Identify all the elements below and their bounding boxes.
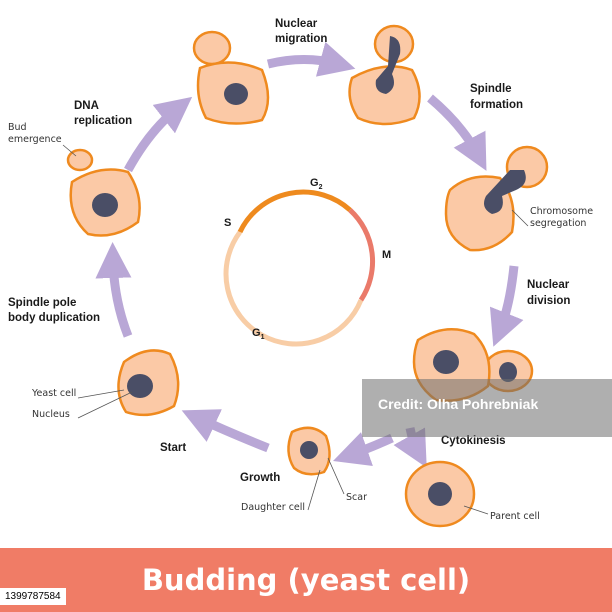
annot-parent-cell: Parent cell <box>490 511 540 522</box>
label-nuclear-division-2: division <box>527 295 570 307</box>
label-nuclear-division-1: Nuclear <box>527 279 570 291</box>
arrow-to-nuclear-migration <box>266 41 356 77</box>
nucleus-mother <box>433 350 459 374</box>
arrow-to-spindle-pole-stage <box>95 242 133 338</box>
label-nuclear-migration-2: migration <box>275 33 327 45</box>
stock-id-label: 1399787584 <box>0 588 66 605</box>
cell-daughter <box>287 426 331 476</box>
annot-bud-emergence-1: Bud <box>8 122 27 133</box>
phase-g2-letter: G <box>310 177 319 189</box>
nucleus <box>484 170 526 214</box>
leader-daughter <box>307 469 321 511</box>
cycle-arrows <box>95 41 524 468</box>
ring-segment-m <box>348 208 376 302</box>
leader-scar <box>327 457 345 495</box>
label-spindle-pole-2: body duplication <box>8 312 100 324</box>
stage-labels: Nuclear migration Spindle formation Nucl… <box>8 18 570 484</box>
ring-segment-g1 <box>223 230 364 347</box>
annot-scar: Scar <box>346 492 367 503</box>
leader-nucleus <box>77 391 133 419</box>
arrow-to-dna-replication-stage <box>124 96 193 173</box>
cell-start <box>117 349 180 417</box>
label-spindle-formation-1: Spindle <box>470 83 512 95</box>
annot-bud-emergence-2: emergence <box>8 134 62 145</box>
bud <box>66 148 94 172</box>
bud <box>192 30 232 66</box>
cell-cycle-ring <box>223 189 376 347</box>
watermark-band <box>362 379 612 437</box>
nucleus <box>92 193 118 217</box>
leader-yeast-cell <box>77 389 125 399</box>
label-nuclear-migration-1: Nuclear <box>275 18 318 30</box>
cells <box>66 24 549 528</box>
leader-lines <box>62 144 529 515</box>
nucleus <box>300 441 318 459</box>
annot-yeast-cell: Yeast cell <box>31 388 76 399</box>
watermark-credit: Credit: Olha Pohrebniak <box>378 396 539 412</box>
cell-nuclear-migration <box>348 24 421 126</box>
annotations: Bud emergence Chromosome segregation Yea… <box>8 122 593 522</box>
label-start: Start <box>160 442 186 454</box>
page-title: Budding (yeast cell) <box>141 563 471 597</box>
arrow-to-start-cell <box>181 409 270 453</box>
phase-g1-sub: 1 <box>261 334 265 341</box>
nucleus <box>428 482 452 506</box>
label-spindle-pole-1: Spindle pole <box>8 297 76 309</box>
phase-g1-letter: G <box>252 327 261 339</box>
phase-label-m: M <box>382 249 391 261</box>
annot-nucleus: Nucleus <box>32 409 70 420</box>
leader-chromosome <box>511 209 529 227</box>
leader-parent <box>463 505 489 515</box>
title-banner: Budding (yeast cell) <box>0 548 612 612</box>
leader-bud-emergence <box>62 144 77 157</box>
cell-spindle-formation <box>444 145 549 252</box>
phase-label-g2: G2 <box>310 177 323 191</box>
cell-dna-replication <box>192 30 270 125</box>
nucleus <box>127 374 153 398</box>
annot-daughter-cell: Daughter cell <box>241 502 305 513</box>
label-dna-replication-1: DNA <box>74 100 99 112</box>
annot-chromosome-2: segregation <box>530 218 586 229</box>
cell-parent <box>404 460 476 528</box>
annot-chromosome-1: Chromosome <box>530 206 593 217</box>
nucleus <box>375 36 401 94</box>
nucleus <box>224 83 248 105</box>
arrow-to-nuclear-division <box>489 265 524 347</box>
arrow-to-spindle-formation <box>427 94 487 171</box>
phase-label-g1: G1 <box>252 327 265 341</box>
arrow-to-daughter-cell <box>333 432 394 467</box>
phase-label-s: S <box>224 217 231 229</box>
label-growth: Growth <box>240 472 280 484</box>
label-spindle-formation-2: formation <box>470 99 523 111</box>
ring-segment-s-to-g2 <box>237 189 352 234</box>
label-dna-replication-2: replication <box>74 115 132 127</box>
nucleus-bud <box>499 362 517 382</box>
label-cytokinesis: Cytokinesis <box>441 435 506 447</box>
phase-g2-sub: 2 <box>319 184 323 191</box>
cell-bud-emergence <box>66 148 141 237</box>
